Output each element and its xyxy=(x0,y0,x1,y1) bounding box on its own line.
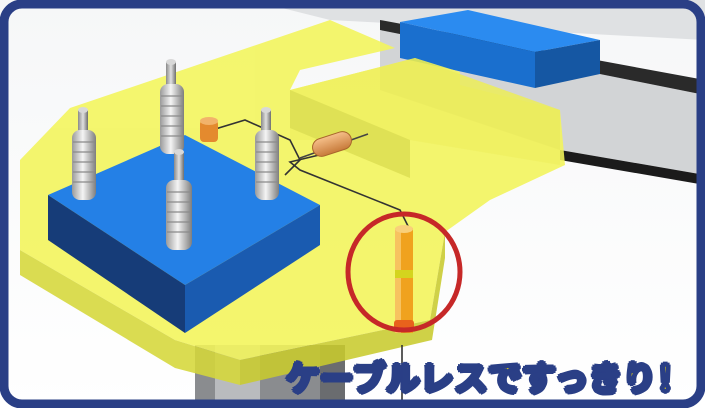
orange-stub xyxy=(200,117,218,142)
through-connector xyxy=(394,225,414,333)
resistor-icon xyxy=(299,131,369,159)
caption-text: ケーブルレスですっきり！ xyxy=(285,358,691,399)
back-blue-block xyxy=(400,10,600,88)
red-circle-highlight-icon xyxy=(345,211,463,333)
spring-contact-pin-icon xyxy=(72,59,279,250)
wiring xyxy=(211,119,411,408)
